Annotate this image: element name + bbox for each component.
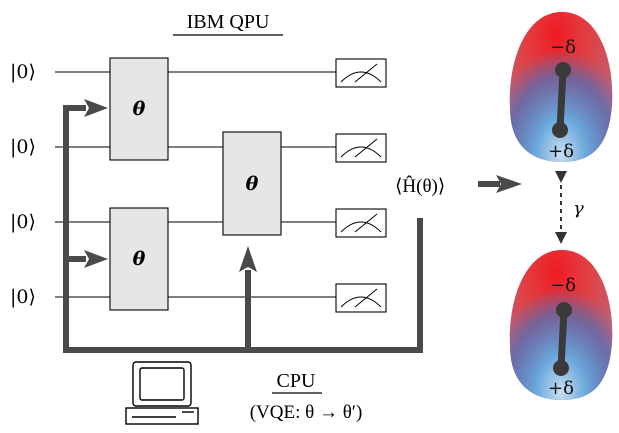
gamma-label: γ xyxy=(573,198,584,219)
molecule-bottom-positive-charge: +δ xyxy=(548,378,574,399)
qubit-wires xyxy=(55,71,336,298)
molecule-top xyxy=(509,12,613,162)
cpu-subtitle: (VQE: θ → θ′) xyxy=(250,402,363,423)
gate-1-label: θ xyxy=(133,98,146,120)
gate-2 xyxy=(109,207,169,311)
qubit-label-3: |0⟩ xyxy=(10,286,36,308)
qubit-label-1: |0⟩ xyxy=(10,136,36,158)
molecule-top-positive-charge: +δ xyxy=(548,141,574,162)
output-arrow xyxy=(478,175,522,193)
computer-icon xyxy=(125,361,199,425)
meter-3-icon xyxy=(335,283,387,313)
gate-3-label: θ xyxy=(246,173,259,195)
qpu-label: IBM QPU xyxy=(187,11,270,33)
feedback-loop xyxy=(63,105,423,353)
gate-3 xyxy=(222,131,282,236)
qubit-label-0: |0⟩ xyxy=(10,61,36,83)
feedback-arrowheads xyxy=(84,99,257,272)
qubit-label-2: |0⟩ xyxy=(10,211,36,233)
molecule-top-negative-charge: −δ xyxy=(550,37,576,58)
meter-1-icon xyxy=(335,133,387,163)
molecule-bottom xyxy=(509,250,613,400)
expectation-label: ⟨Ĥ(θ)⟩ xyxy=(395,175,445,197)
meter-2-icon xyxy=(335,208,387,238)
molecule-bottom-negative-charge: −δ xyxy=(550,275,576,296)
gate-1 xyxy=(109,57,169,161)
meter-0-icon xyxy=(335,58,387,88)
gate-2-label: θ xyxy=(133,248,146,270)
cpu-label: CPU xyxy=(277,370,316,392)
